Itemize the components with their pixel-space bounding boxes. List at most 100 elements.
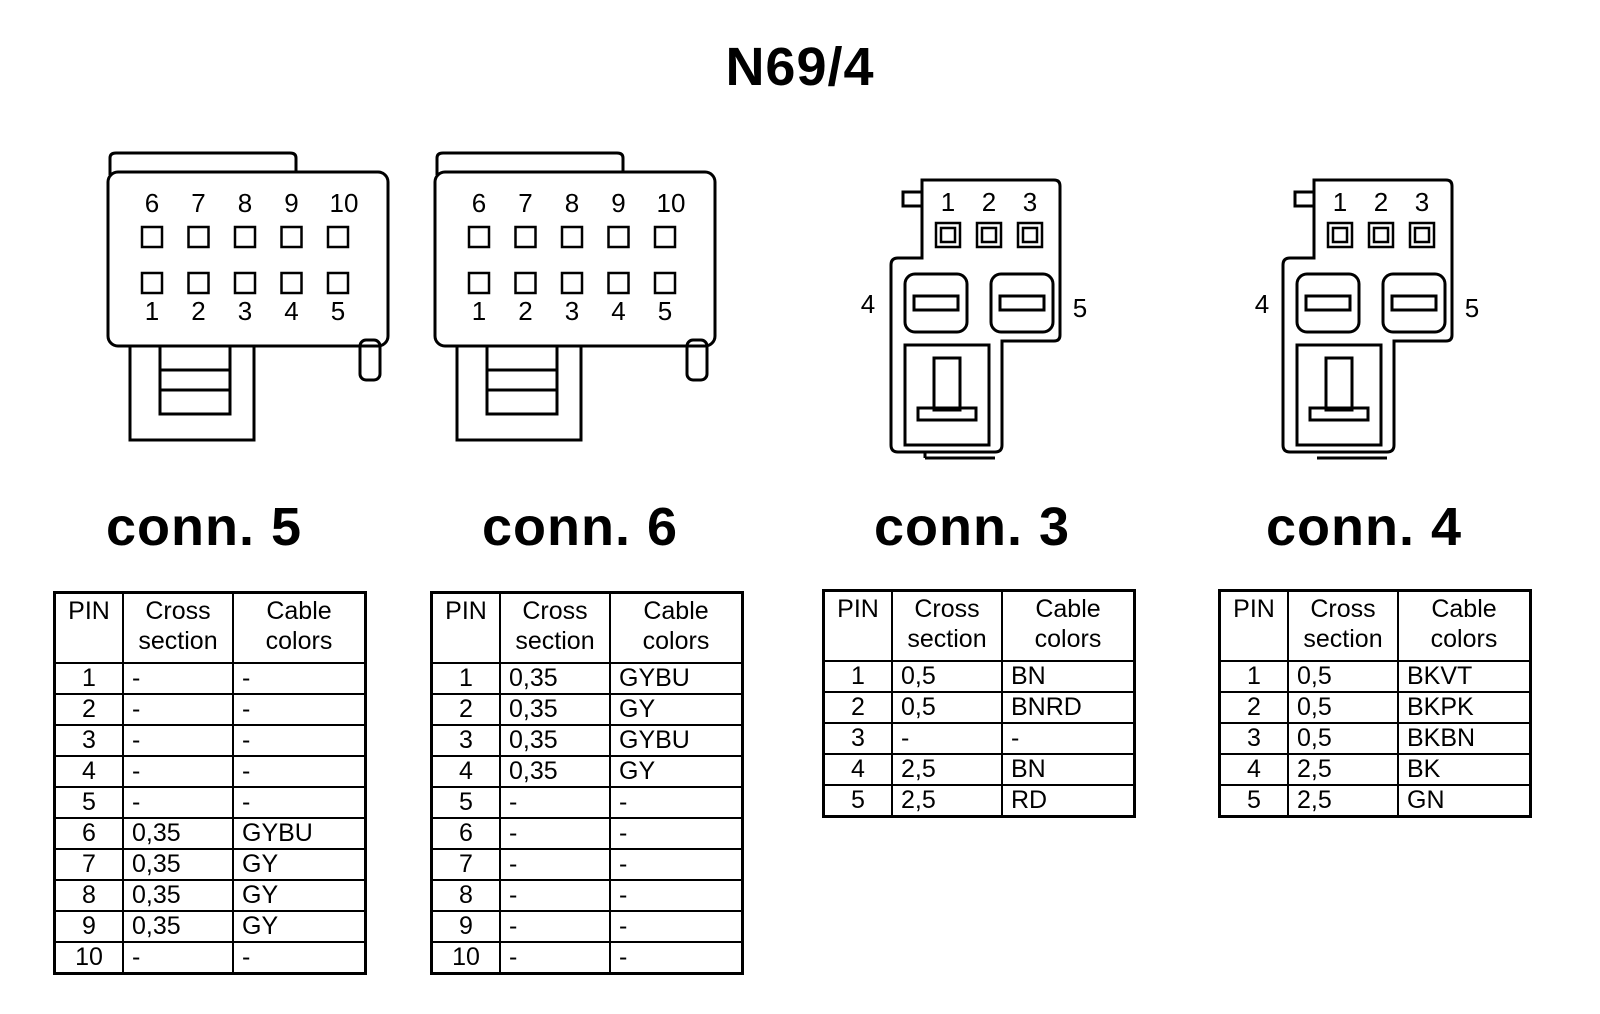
connector-5-label: conn. 5 (105, 497, 303, 557)
pin-cell: 2 (53, 693, 124, 726)
pin-number-label: 8 (565, 188, 579, 218)
pin-cell: 8 (53, 879, 124, 912)
pin-cell: 4 (430, 755, 501, 788)
cross-section-cell: 0,5 (1287, 660, 1399, 693)
pin-cavity (140, 271, 164, 295)
pin-cavity (467, 271, 491, 295)
pin-number-label: 7 (518, 188, 532, 218)
connector-4-drawing (1281, 178, 1454, 460)
pin-cavity (280, 271, 303, 295)
pin-cavity (326, 225, 350, 249)
pin-number-label: 9 (284, 188, 298, 218)
pin-number-label: 10 (330, 188, 359, 218)
cable-color-cell: - (232, 941, 367, 975)
pin-cavity (653, 271, 677, 295)
pin-cell: 4 (822, 753, 893, 786)
pin-cell: 7 (430, 848, 501, 881)
pin-header: PIN (1218, 589, 1289, 662)
cable-color-cell: BNRD (1001, 691, 1136, 724)
pin-number-label: 1 (941, 187, 955, 217)
cross-section-cell: 0,35 (122, 910, 234, 943)
pin-number-label: 5 (1465, 293, 1479, 323)
pin-cavity (607, 225, 630, 249)
pin-cell: 6 (53, 817, 124, 850)
cable-color-cell: GY (232, 848, 367, 881)
pin-header: PIN (822, 589, 893, 662)
cable-color-cell: - (609, 941, 744, 975)
pin-number-label: 1 (1333, 187, 1347, 217)
cross-section-cell: 0,35 (499, 693, 611, 726)
cross-section-cell: - (122, 693, 234, 726)
cross-section-cell: 0,5 (891, 691, 1003, 724)
pin-cell: 5 (822, 784, 893, 818)
cable-color-cell: BK (1397, 753, 1532, 786)
cable-colors-header: Cable colors (232, 591, 367, 664)
cable-color-cell: GYBU (609, 724, 744, 757)
cross-section-cell: - (499, 817, 611, 850)
pin-cell: 3 (1218, 722, 1289, 755)
cable-color-cell: - (609, 786, 744, 819)
cross-section-header: Cross section (122, 591, 234, 664)
connector-6-label: conn. 6 (481, 497, 679, 557)
pin-number-label: 3 (1023, 187, 1037, 217)
pin-number-label: 8 (238, 188, 252, 218)
cable-colors-header: Cable colors (609, 591, 744, 664)
pin-cavity-inner (1372, 226, 1390, 244)
cable-color-cell: - (232, 662, 367, 695)
pin-cell: 4 (53, 755, 124, 788)
pin-cavity-inner (980, 226, 998, 244)
pin-cavity (140, 225, 164, 249)
pin-number-label: 1 (472, 296, 486, 326)
cable-color-cell: GYBU (609, 662, 744, 695)
pin-cell: 2 (822, 691, 893, 724)
table-row: 7-- (430, 848, 744, 881)
pin-number-label: 4 (1255, 289, 1269, 319)
diagram-title: N69/4 (725, 37, 875, 97)
pin-number-label: 4 (284, 296, 298, 326)
cross-section-cell: - (499, 941, 611, 975)
cross-section-cell: - (891, 722, 1003, 755)
connector-3-label: conn. 3 (873, 497, 1071, 557)
cross-section-cell: 0,5 (891, 660, 1003, 693)
cross-section-cell: 0,35 (122, 848, 234, 881)
pin-cell: 8 (430, 879, 501, 912)
connector-5-drawing (106, 151, 390, 442)
pin-cell: 1 (822, 660, 893, 693)
pin-cavity (514, 271, 537, 295)
connector-3-drawing (889, 178, 1062, 460)
connector-4-label: conn. 4 (1265, 497, 1463, 557)
pin-cavity (607, 271, 630, 295)
pin-number-label: 6 (472, 188, 486, 218)
pin-cell: 10 (430, 941, 501, 975)
pin-cell: 2 (1218, 691, 1289, 724)
pin-number-label: 2 (1374, 187, 1388, 217)
pin-number-label: 5 (331, 296, 345, 326)
pin-cavity (934, 221, 962, 249)
cross-section-cell: 0,5 (1287, 691, 1399, 724)
pin-cell: 2 (430, 693, 501, 726)
cable-colors-header: Cable colors (1397, 589, 1532, 662)
pin-number-label: 5 (1073, 293, 1087, 323)
cable-color-cell: - (609, 848, 744, 881)
cross-section-cell: 2,5 (1287, 784, 1399, 818)
cross-section-cell: - (122, 724, 234, 757)
cross-section-cell: - (122, 786, 234, 819)
pin-cell: 6 (430, 817, 501, 850)
pin-cell: 4 (1218, 753, 1289, 786)
cable-color-cell: GN (1397, 784, 1532, 818)
cable-color-cell: BKPK (1397, 691, 1532, 724)
